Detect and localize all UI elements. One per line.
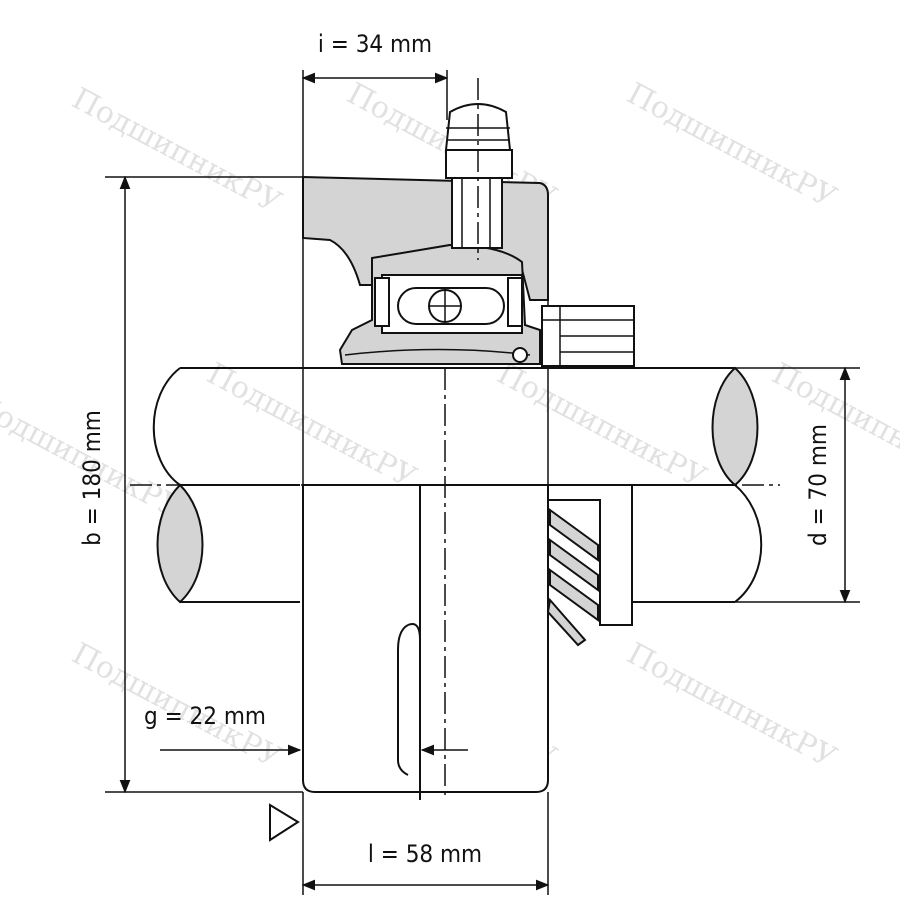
dimension-label-b: b = 180 mm [78, 410, 106, 546]
dimension-b: b = 180 mm [78, 175, 303, 794]
watermark-text: ПодшипникРУ [491, 356, 712, 496]
watermark-text: ПодшипникРУ [621, 636, 842, 776]
dimension-label-g: g = 22 mm [144, 702, 266, 730]
dimension-d: d = 70 mm [735, 366, 860, 604]
center-lines [130, 78, 780, 800]
reference-datum-triangle [269, 803, 300, 842]
dimension-i: i = 34 mm [301, 30, 449, 368]
dimension-l: l = 58 mm [301, 792, 550, 895]
housing-upper [302, 175, 549, 365]
watermark-text: ПодшипникРУ [621, 76, 842, 216]
watermark-text: ПодшипникРУ [766, 356, 900, 496]
lock-collar [541, 296, 635, 367]
dimension-g: g = 22 mm [144, 702, 468, 756]
housing-lower [302, 368, 633, 800]
dimension-label-i: i = 34 mm [318, 30, 432, 58]
watermark-text: ПодшипникРУ [66, 81, 287, 221]
shaft [152, 366, 763, 604]
watermark-text: ПодшипникРУ [201, 356, 422, 496]
dimension-label-l: l = 58 mm [368, 840, 482, 868]
dimension-label-d: d = 70 mm [804, 424, 832, 546]
grease-nipple [444, 103, 513, 249]
